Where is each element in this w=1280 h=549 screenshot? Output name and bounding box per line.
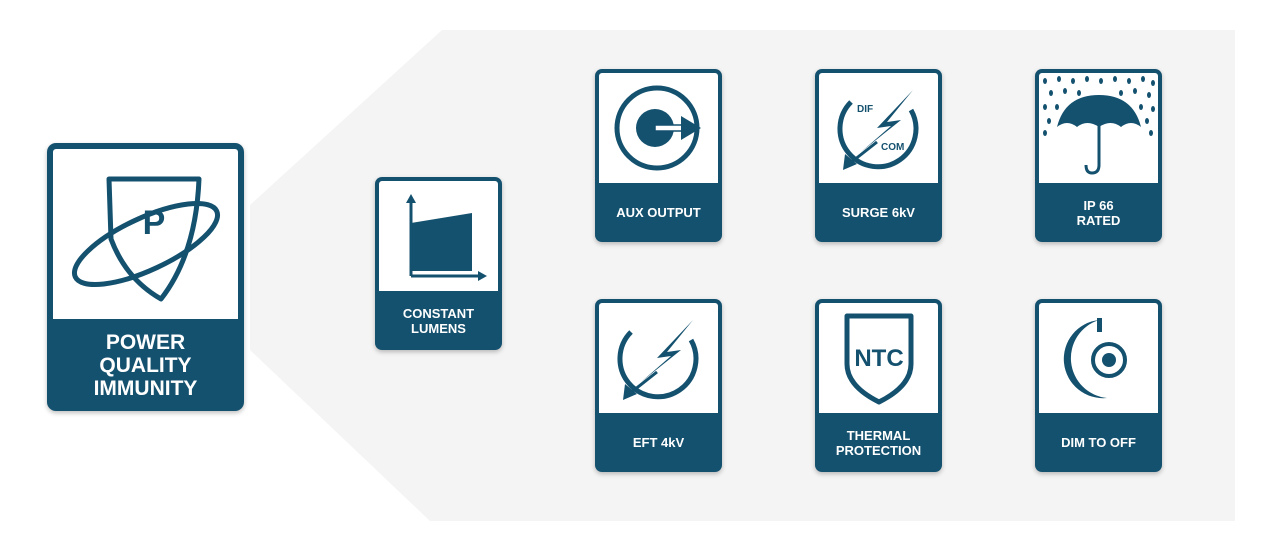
- constant-lumens-chart-icon: [405, 194, 487, 281]
- surge-icon: DIF COM: [836, 90, 918, 170]
- thermal-protection-card: NTC THERMAL PROTECTION: [815, 299, 942, 472]
- dim-to-off-icon: [1063, 318, 1127, 399]
- eft-label: EFT 4kV: [632, 435, 685, 450]
- ntc-shield-icon: NTC: [844, 313, 913, 405]
- eft-icon: [616, 320, 698, 400]
- shield-p-icon: P: [71, 176, 220, 302]
- ip66-card: IP 66 RATED: [1035, 69, 1162, 242]
- com-text: COM: [881, 142, 904, 153]
- power-quality-immunity-label: POWER QUALITY IMMUNITY: [93, 330, 198, 400]
- surge-card: DIF COM SURGE 6kV: [815, 69, 942, 242]
- dim-to-off-label: DIM TO OFF: [1061, 435, 1136, 450]
- aux-output-icon: [614, 85, 701, 171]
- thermal-protection-label: THERMAL PROTECTION: [835, 427, 922, 458]
- constant-lumens-card: CONSTANT LUMENS: [375, 177, 502, 350]
- dim-to-off-card: DIM TO OFF: [1035, 299, 1162, 472]
- umbrella-rain-icon: [1043, 76, 1155, 175]
- ip66-label: IP 66 RATED: [1076, 197, 1121, 228]
- power-quality-immunity-card: P POWER QUALITY IMMUNITY: [47, 143, 244, 411]
- aux-output-card: AUX OUTPUT: [595, 69, 722, 242]
- dif-text: DIF: [857, 104, 873, 115]
- aux-output-label: AUX OUTPUT: [616, 205, 701, 220]
- ntc-text: NTC: [854, 345, 903, 372]
- eft-card: EFT 4kV: [595, 299, 722, 472]
- surge-label: SURGE 6kV: [842, 205, 915, 220]
- constant-lumens-label: CONSTANT LUMENS: [402, 305, 475, 336]
